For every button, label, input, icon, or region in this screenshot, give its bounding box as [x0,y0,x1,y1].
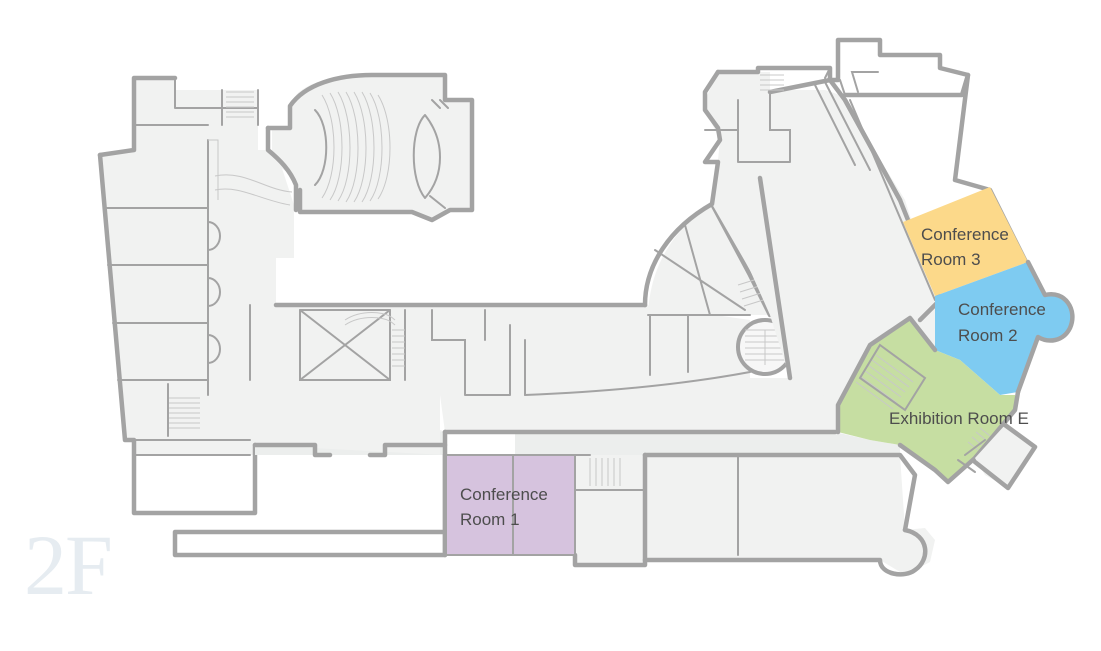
stair-icon [344,312,405,367]
stair-icon [589,458,621,486]
atrium [642,201,794,376]
conference-room-3-label: Conference Room 3 [921,225,1014,269]
stair-icon [760,74,784,91]
west-wing [97,75,445,516]
stair-icon [168,91,254,429]
exhibition-room-e[interactable]: Exhibition Room E [835,315,1029,485]
central-corridor [172,302,900,558]
conference-room-2[interactable]: Conference Room 2 [935,259,1075,395]
stair-icon [855,343,927,412]
conference-room-2-label: Conference Room 2 [958,300,1051,345]
conference-room-1-label: Conference Room 1 [460,485,553,529]
south-rooms [442,452,935,577]
stair-icon [967,427,991,451]
exhibition-room-e-label: Exhibition Room E [889,409,1029,428]
floor-level-label: 2F [24,517,113,613]
auditorium [265,72,475,223]
conference-room-3[interactable]: Conference Room 3 [903,187,1028,296]
southeast-entry [957,422,1038,491]
conference-room-1[interactable]: Conference Room 1 [445,454,576,556]
